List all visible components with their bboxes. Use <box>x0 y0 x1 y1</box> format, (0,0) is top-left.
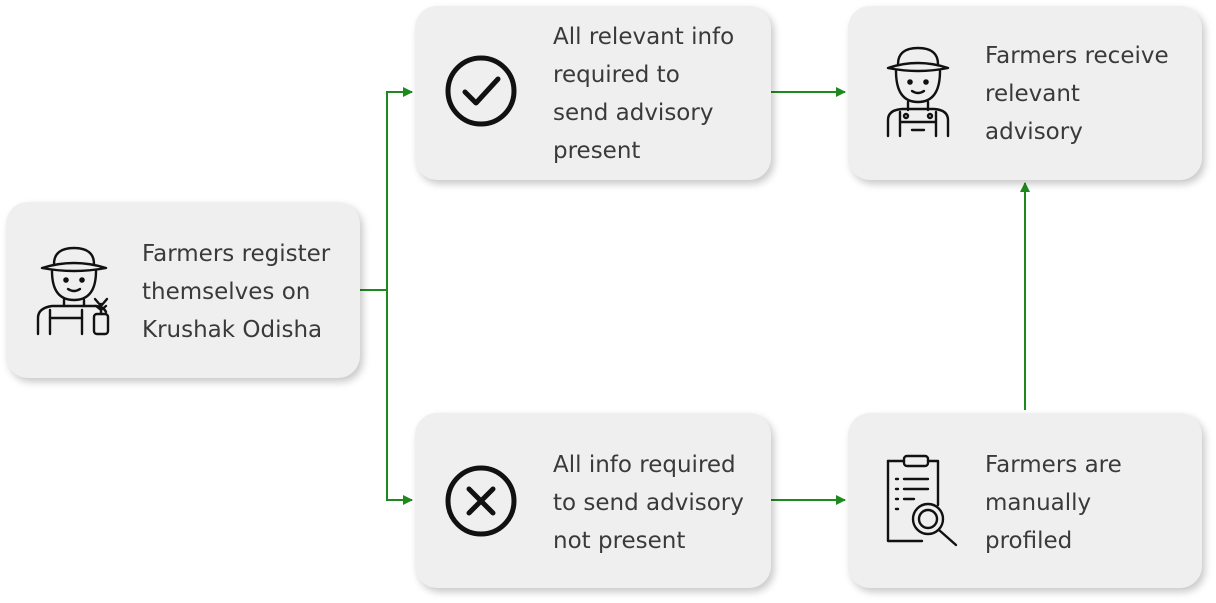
check-circle-icon <box>441 51 521 131</box>
farmer-icon <box>884 44 952 138</box>
receive-card: Farmers receive relevant advisory <box>848 6 1202 180</box>
info-missing-text: All info required to send advisory not p… <box>553 452 744 554</box>
register-card: Farmers register themselves on Krushak O… <box>6 202 360 378</box>
x-circle-icon <box>441 461 521 541</box>
info-missing-card: All info required to send advisory not p… <box>415 413 771 588</box>
receive-text: Farmers receive relevant advisory <box>985 43 1169 145</box>
info-present-text: All relevant info required to send advis… <box>553 24 735 164</box>
profiled-text: Farmers are manually profiled <box>985 452 1122 554</box>
profiled-card: Farmers are manually profiled <box>848 413 1202 588</box>
info-present-card: All relevant info required to send advis… <box>415 6 771 180</box>
arrow-to-info-present <box>386 87 413 290</box>
arrow-to-info-missing <box>386 290 413 505</box>
register-text: Farmers register themselves on Krushak O… <box>142 241 331 343</box>
farmer-with-plant-icon <box>34 244 114 336</box>
document-search-icon <box>884 453 962 547</box>
